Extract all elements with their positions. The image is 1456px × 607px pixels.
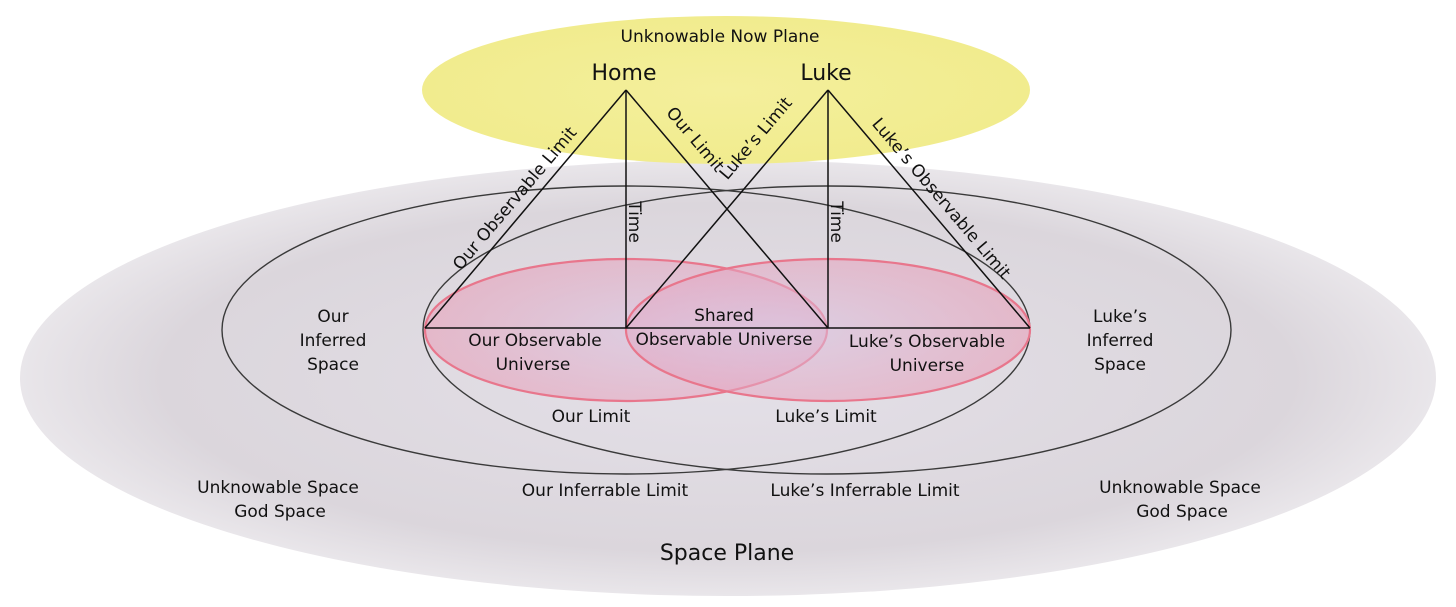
lukes-observable-universe-line1: Luke’s Observable xyxy=(849,332,1005,352)
lukes-inferred-space-ellipse xyxy=(422,185,1232,475)
lukes-time-label: Time xyxy=(826,200,846,243)
home-label: Home xyxy=(592,61,657,86)
shared-observable-universe-line2: Observable Universe xyxy=(635,330,812,350)
our-observable-universe-line2: Universe xyxy=(496,355,571,375)
lukes-limit-line xyxy=(625,89,829,329)
now-plane xyxy=(422,16,1030,164)
our-inferred-space-line2: Inferred xyxy=(300,331,367,351)
light-cones xyxy=(424,89,1031,329)
our-limit-bottom-label: Our Limit xyxy=(552,407,631,427)
lukes-limit-bottom-label: Luke’s Limit xyxy=(775,407,877,427)
space-plane-label: Space Plane xyxy=(660,541,794,566)
lukes-observable-universe-label: Luke’s Observable Universe xyxy=(849,332,1005,376)
unknowable-space-right-label: Unknowable Space God Space xyxy=(1099,478,1261,522)
our-inferred-space-label: Our Inferred Space xyxy=(300,307,367,375)
our-inferrable-limit-label: Our Inferrable Limit xyxy=(522,481,689,501)
unknowable-space-left-line1: Unknowable Space xyxy=(197,478,359,498)
unknowable-space-right-line1: Unknowable Space xyxy=(1099,478,1261,498)
now-plane-label: Unknowable Now Plane xyxy=(621,27,820,47)
lukes-observable-limit-line xyxy=(827,89,1031,329)
lukes-inferred-space-line1: Luke’s xyxy=(1093,307,1147,327)
lukes-inferred-space-line3: Space xyxy=(1094,355,1146,375)
shared-observable-universe-label: Shared Observable Universe xyxy=(635,306,812,350)
unknowable-space-left-line2: God Space xyxy=(234,502,326,522)
our-observable-universe-label: Our Observable Universe xyxy=(468,331,601,375)
lukes-inferred-space-label: Luke’s Inferred Space xyxy=(1087,307,1154,375)
lukes-observable-universe-line2: Universe xyxy=(890,356,965,376)
lukes-inferrable-limit-label: Luke’s Inferrable Limit xyxy=(770,481,959,501)
unknowable-space-left-label: Unknowable Space God Space xyxy=(197,478,359,522)
our-time-label: Time xyxy=(624,200,644,243)
our-observable-universe-line1: Our Observable xyxy=(468,331,601,351)
shared-observable-universe-line1: Shared xyxy=(694,306,754,326)
our-inferred-space-line3: Space xyxy=(307,355,359,375)
luke-label: Luke xyxy=(800,61,851,86)
our-inferred-space-line1: Our xyxy=(317,307,348,327)
lukes-inferred-space-line2: Inferred xyxy=(1087,331,1154,351)
unknowable-space-right-line2: God Space xyxy=(1136,502,1228,522)
our-observable-limit-line xyxy=(424,89,627,329)
